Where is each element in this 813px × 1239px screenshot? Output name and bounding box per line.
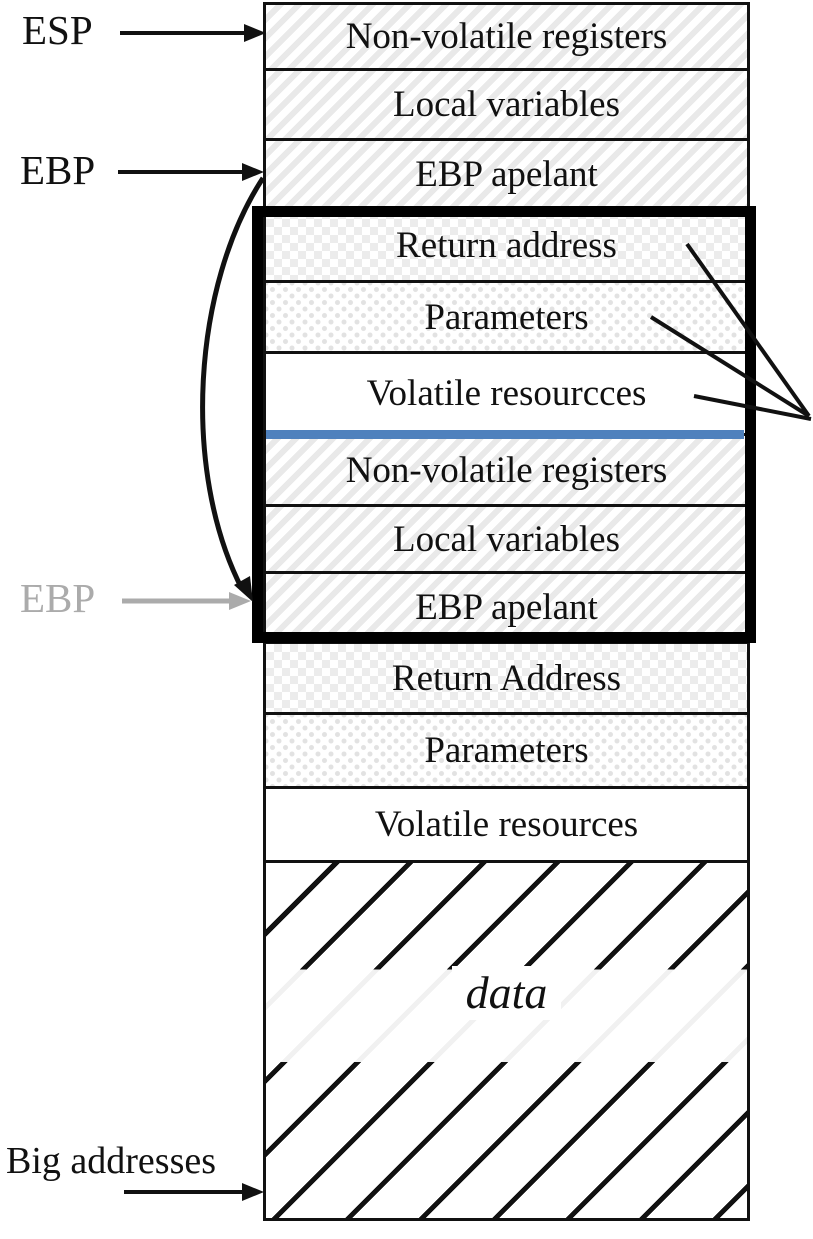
row-label: EBP apelant xyxy=(415,587,598,628)
stack-row-return-address-bottom: Return Address xyxy=(266,644,747,715)
row-label: Non-volatile registers xyxy=(345,449,668,491)
row-label: Return Address xyxy=(391,657,622,699)
stack-row-ebp-apelant-mid: EBP apelant xyxy=(266,574,747,644)
stack-row-data: data xyxy=(266,863,747,1218)
row-label: EBP apelant xyxy=(415,154,598,195)
ebp-old-arrow xyxy=(122,592,251,610)
stack-row-return-address-frame: Return address xyxy=(266,211,747,283)
esp-arrow xyxy=(120,24,266,42)
row-label: Non-volatile registers xyxy=(345,16,668,57)
row-label: Parameters xyxy=(424,296,589,338)
stack-row-volatile-resources-bottom: Volatile resources xyxy=(266,789,747,863)
stack-row-non-volatile-registers-top: Non-volatile registers xyxy=(266,5,747,71)
stack-row-local-variables-top: Local variables xyxy=(266,71,747,141)
row-label: Local variables xyxy=(392,518,621,560)
big-addresses-label: Big addresses xyxy=(6,1140,217,1182)
ebp-arrow xyxy=(118,163,264,181)
stack-row-local-variables-mid: Local variables xyxy=(266,507,747,574)
row-label: Volatile resources xyxy=(374,804,639,845)
stack-row-non-volatile-registers-mid: Non-volatile registers xyxy=(266,436,747,507)
ebp-pointer-label: EBP xyxy=(20,147,96,193)
stack-row-ebp-apelant-top: EBP apelant xyxy=(266,141,747,211)
big-addresses-arrow xyxy=(124,1183,264,1201)
row-label: Parameters xyxy=(424,730,589,771)
row-label: Local variables xyxy=(392,84,621,125)
stack-row-volatile-resources-frame: Volatile resourcces xyxy=(266,354,747,436)
stack-box: Non-volatile registers Local variables E… xyxy=(263,2,750,1221)
stack-row-parameters-frame: Parameters xyxy=(266,283,747,354)
stack-row-parameters-bottom: Parameters xyxy=(266,715,747,789)
ebp-chain-arc xyxy=(200,176,266,602)
data-label: data xyxy=(451,965,562,1020)
row-label: Volatile resourcces xyxy=(366,373,647,414)
row-label: Return address xyxy=(396,225,617,266)
ebp-old-pointer-label: EBP xyxy=(20,575,96,621)
esp-pointer-label: ESP xyxy=(22,7,93,53)
